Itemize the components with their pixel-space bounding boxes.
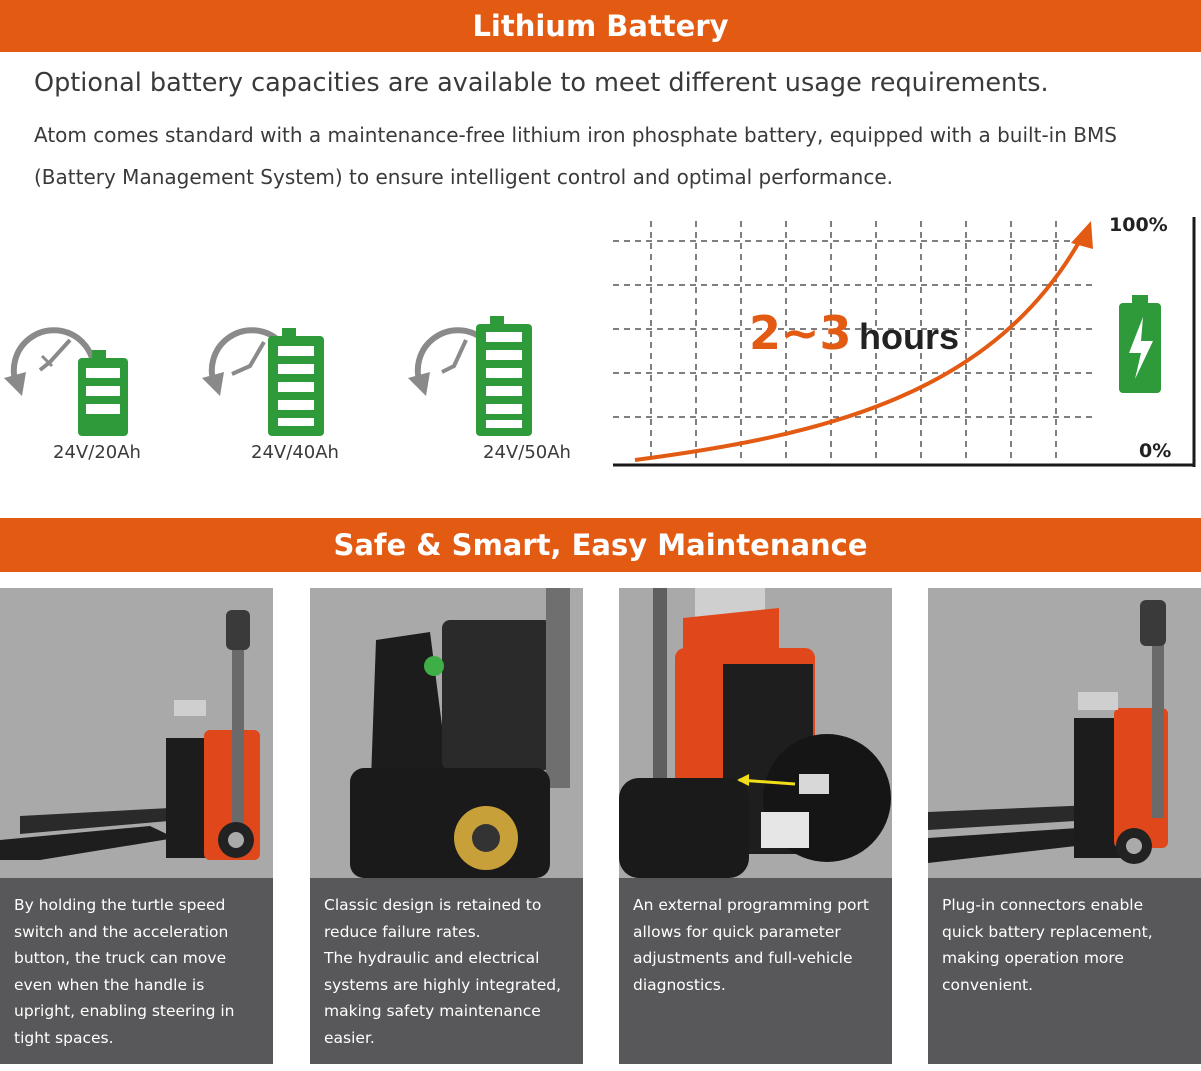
charge-time-range: 2~3 (749, 306, 852, 360)
card-caption: Plug-in connectors enable quick battery … (928, 878, 1201, 1064)
clock-battery-icon (202, 327, 324, 436)
grid (613, 221, 1095, 463)
card-caption: Classic design is retained to reduce fai… (310, 878, 583, 1064)
battery-heading: Optional battery capacities are availabl… (34, 68, 1049, 98)
drive-unit-internals-photo (310, 588, 583, 878)
charge-time-unit: hours (859, 316, 959, 357)
arrow-head-icon (1071, 221, 1093, 249)
caption-text: The hydraulic and electrical systems are… (324, 949, 562, 1047)
caption-text: An external programming port allows for … (633, 896, 869, 994)
capacity-label: 24V/50Ah (483, 442, 571, 463)
caption-text: Classic design is retained to reduce fai… (324, 896, 542, 941)
charge-time-graphic: 2~3 hours 100% 0% (613, 214, 1196, 467)
feature-card-classic-design: Classic design is retained to reduce fai… (310, 588, 583, 1064)
programming-port-closeup-photo (619, 588, 892, 878)
card-caption: By holding the turtle speed switch and t… (0, 878, 273, 1064)
feature-card-programming-port: An external programming port allows for … (619, 588, 892, 1064)
maintenance-banner: Safe & Smart, Easy Maintenance (0, 518, 1201, 572)
feature-card-turtle-speed: By holding the turtle speed switch and t… (0, 588, 273, 1064)
full-charge-label: 100% (1109, 214, 1168, 236)
pallet-truck-side-photo (0, 588, 273, 878)
clock-battery-icon (408, 316, 532, 436)
caption-text: By holding the turtle speed switch and t… (14, 896, 235, 1047)
capacity-item-20ah: 24V/20Ah (0, 300, 160, 470)
charge-curve (634, 234, 1085, 462)
clock-battery-icon (4, 327, 128, 436)
capacity-label: 24V/20Ah (53, 442, 141, 463)
capacity-label: 24V/40Ah (251, 442, 339, 463)
capacity-item-40ah: 24V/40Ah (198, 300, 358, 470)
battery-connector-photo (928, 588, 1201, 878)
empty-charge-label: 0% (1139, 440, 1171, 462)
lithium-battery-banner: Lithium Battery (0, 0, 1201, 52)
battery-description: Atom comes standard with a maintenance-f… (34, 123, 1117, 189)
charging-battery-icon (1119, 295, 1161, 393)
feature-card-plug-in-connectors: Plug-in connectors enable quick battery … (928, 588, 1201, 1064)
capacity-item-50ah: 24V/50Ah (404, 300, 571, 470)
card-caption: An external programming port allows for … (619, 878, 892, 1064)
caption-text: Plug-in connectors enable quick battery … (942, 896, 1153, 994)
